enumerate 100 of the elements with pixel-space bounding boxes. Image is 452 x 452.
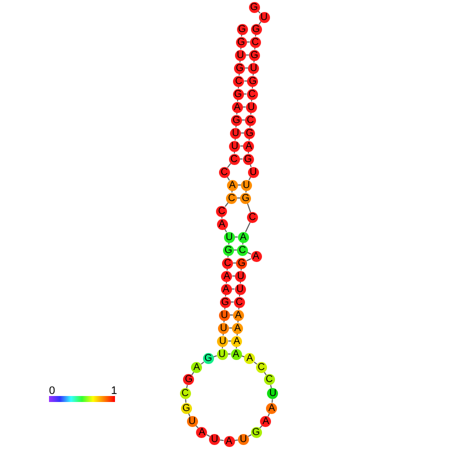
nucleotide-circle: A	[250, 251, 262, 262]
nucleotide-circle: U	[240, 180, 252, 190]
backbone-bond	[234, 138, 236, 141]
backbone-bond	[200, 362, 204, 365]
backbone-bond	[252, 73, 254, 76]
nucleotide-circle: A	[244, 353, 256, 364]
nucleotide-circle: C	[228, 154, 240, 164]
nucleotide-circle: U	[224, 232, 235, 242]
nucleotide-circle: A	[260, 416, 272, 427]
nucleotide-circle: U	[216, 348, 228, 360]
nucleotide-circle: G	[183, 374, 194, 386]
nucleotide-circle: U	[217, 336, 228, 346]
nucleotide-circle: G	[240, 192, 252, 204]
nucleotide-circle: U	[258, 12, 270, 22]
nucleotide-circle: U	[230, 128, 242, 138]
backbone-bond	[228, 242, 230, 245]
nucleotide-circle: U	[218, 310, 230, 320]
nucleotide-circle: C	[244, 114, 256, 126]
backbone-bond	[227, 162, 232, 168]
nucleotide-circle: A	[224, 436, 234, 447]
backbone-bond	[246, 202, 252, 213]
backbone-bond	[248, 138, 250, 141]
backbone-bond	[250, 112, 252, 115]
nucleotide-circle: C	[218, 166, 230, 178]
backbone-bond	[226, 268, 228, 271]
backbone-bond	[220, 439, 224, 442]
nucleotide-circle: U	[234, 284, 246, 294]
backbone-bond	[239, 294, 240, 297]
nucleotide-circle: U	[186, 416, 198, 427]
nucleotide-circle: G	[236, 258, 248, 268]
nucleotide-circle: U	[229, 140, 240, 152]
backbone-bond	[238, 73, 240, 76]
nucleotide-circle: U	[248, 62, 260, 74]
backbone-bond	[240, 47, 242, 50]
backbone-bond	[272, 398, 273, 404]
backbone-bond	[236, 346, 237, 349]
nucleotide-circle: U	[235, 270, 246, 282]
backbone-bond	[241, 34, 242, 37]
backbone-bond	[255, 34, 256, 37]
nucleotide-circle: G	[248, 50, 260, 60]
backbone-bond	[185, 398, 186, 404]
nucleotide-circle: U	[238, 434, 249, 445]
nucleotide-circle: A	[191, 362, 202, 373]
nucleotide-circle: C	[226, 192, 238, 204]
backbone-bond	[238, 86, 239, 89]
nucleotide-circle: G	[232, 88, 244, 100]
nucleotide-circle: G	[180, 402, 192, 414]
nucleotide-circle: A	[216, 218, 228, 230]
backbone-bond	[212, 355, 218, 358]
nucleotide-circle: U	[246, 102, 257, 112]
nucleotide-circle: G	[244, 128, 256, 138]
backbone-bond	[223, 320, 225, 323]
backbone-bond	[222, 346, 223, 349]
nucleotide-circle: C	[222, 258, 234, 268]
nucleotide-circle: U	[248, 166, 259, 178]
nucleotide-circle: G	[248, 2, 260, 12]
nucleotide-circle: A	[232, 102, 243, 112]
nucleotide-circle: A	[232, 310, 244, 320]
backbone-bond	[254, 47, 256, 50]
backbone-bond	[240, 268, 242, 271]
nucleotide-circle: U	[218, 322, 230, 334]
nucleotide-circle: G	[222, 244, 234, 256]
nucleotide-circle: A	[220, 284, 232, 294]
nucleotide-circle: C	[246, 212, 258, 223]
nucleotide-circle: A	[230, 348, 242, 360]
backbone-bond	[248, 151, 249, 154]
nucleotide-circle: G	[230, 114, 242, 126]
scale-label: 1	[111, 386, 118, 397]
nucleotide-circle: G	[242, 154, 254, 164]
backbone-bond	[239, 60, 241, 63]
backbone-bond	[224, 307, 226, 310]
backbone-bond	[225, 294, 226, 297]
backbone-bond	[238, 307, 240, 310]
nucleotide-circle: C	[233, 76, 244, 86]
backbone-bond	[258, 21, 262, 25]
nucleotide-circle: A	[232, 322, 244, 334]
backbone-bond	[231, 190, 233, 193]
backbone-bond	[237, 99, 238, 102]
nucleotide-circle: G	[250, 24, 262, 34]
nucleotide-circle: A	[238, 232, 249, 242]
nucleotide-circle: U	[209, 434, 220, 445]
nucleotide-circle: G	[236, 36, 247, 48]
nucleotide-circle: C	[180, 388, 191, 400]
backbone-bond	[222, 333, 224, 336]
backbone-bond	[246, 252, 252, 255]
backbone-bond	[237, 320, 239, 323]
nucleotide-circle: C	[236, 244, 248, 256]
nucleotide-circle: C	[264, 374, 275, 386]
nucleotide-circle: A	[196, 426, 208, 438]
backbone-bond	[253, 60, 255, 63]
nucleotide-circle: A	[266, 402, 278, 414]
backbone-bond	[252, 86, 253, 89]
nucleotide-circle: G	[220, 296, 231, 308]
backbone-bond	[249, 125, 251, 128]
backbone-bond	[227, 255, 229, 258]
scale-label: 0	[49, 386, 56, 397]
nucleotide-circle: C	[234, 296, 245, 308]
nucleotide-circle: G	[202, 353, 214, 364]
backbone-bond	[221, 216, 222, 219]
backbone-bond	[245, 190, 247, 193]
